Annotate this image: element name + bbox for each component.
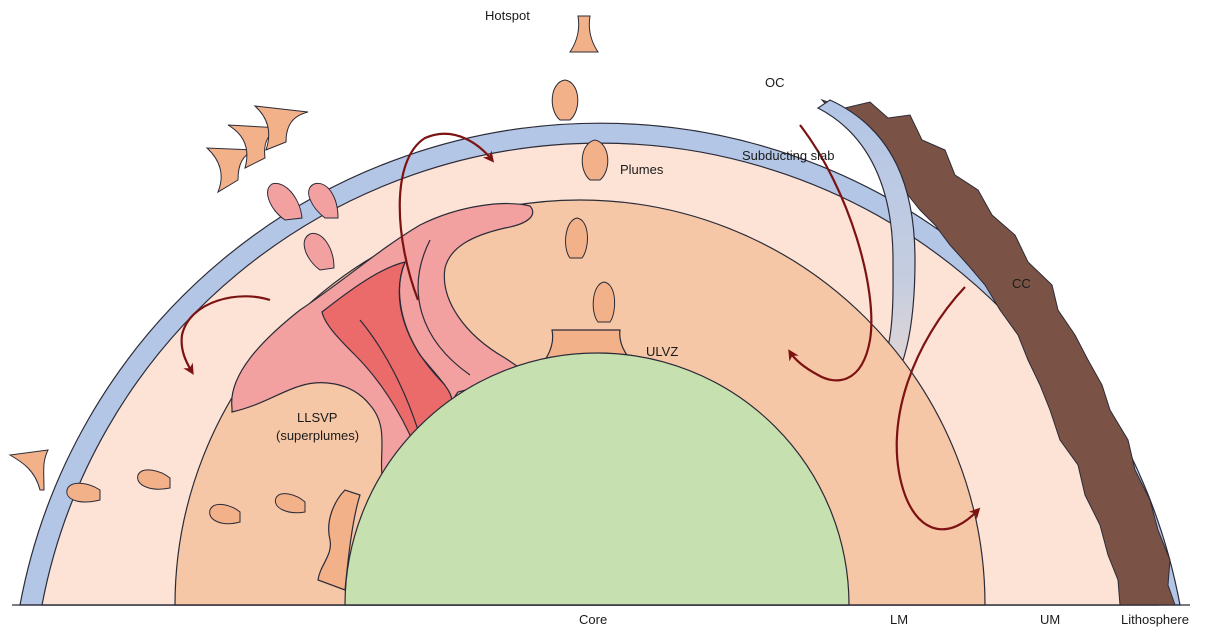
plume-lm-2-icon bbox=[593, 282, 614, 322]
label-plumes: Plumes bbox=[620, 162, 664, 177]
label-cc: CC bbox=[1012, 276, 1031, 291]
hotspot-top-icon bbox=[570, 16, 598, 52]
label-um: UM bbox=[1040, 612, 1060, 627]
label-llsvp-line2: (superplumes) bbox=[276, 428, 359, 443]
plume-um-3-icon bbox=[268, 183, 302, 220]
label-subducting-slab: Subducting slab bbox=[742, 148, 835, 163]
plume-um-2-icon bbox=[582, 140, 608, 180]
hotspot-edge-icon bbox=[10, 450, 48, 490]
label-llsvp-line1: LLSVP bbox=[297, 410, 337, 425]
label-lm: LM bbox=[890, 612, 908, 627]
label-core: Core bbox=[579, 612, 607, 627]
plume-lm-1-icon bbox=[566, 218, 588, 258]
label-oc: OC bbox=[765, 75, 785, 90]
label-ulvz: ULVZ bbox=[646, 344, 678, 359]
label-lithosphere: Lithosphere bbox=[1121, 612, 1189, 627]
plume-um-1-icon bbox=[552, 80, 578, 120]
label-hotspot: Hotspot bbox=[485, 8, 530, 23]
